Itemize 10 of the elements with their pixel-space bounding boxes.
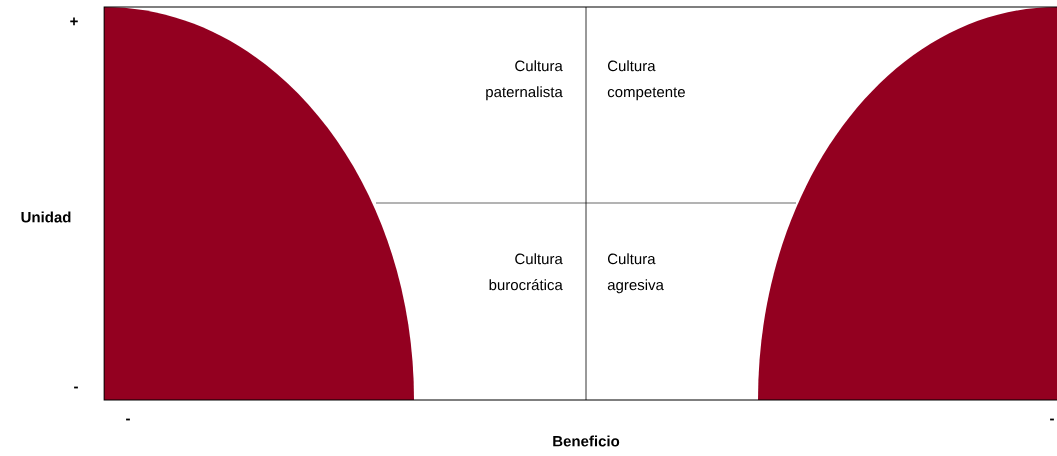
axis-title: Unidad: [21, 211, 71, 223]
axis-tick-label: -: [126, 418, 130, 421]
quadrant-label: Cultura paternalista: [486, 60, 563, 101]
axis-tick-label: +: [70, 17, 78, 26]
axis-tick-label: -: [74, 386, 78, 389]
axis-tick-label: -: [1050, 418, 1054, 421]
quadrant-label: Cultura burocrática: [489, 253, 563, 291]
quadrant-label: Cultura agresiva: [607, 253, 664, 294]
quadrant-label: Cultura competente: [607, 60, 685, 101]
axis-title: Beneficio: [553, 435, 620, 447]
